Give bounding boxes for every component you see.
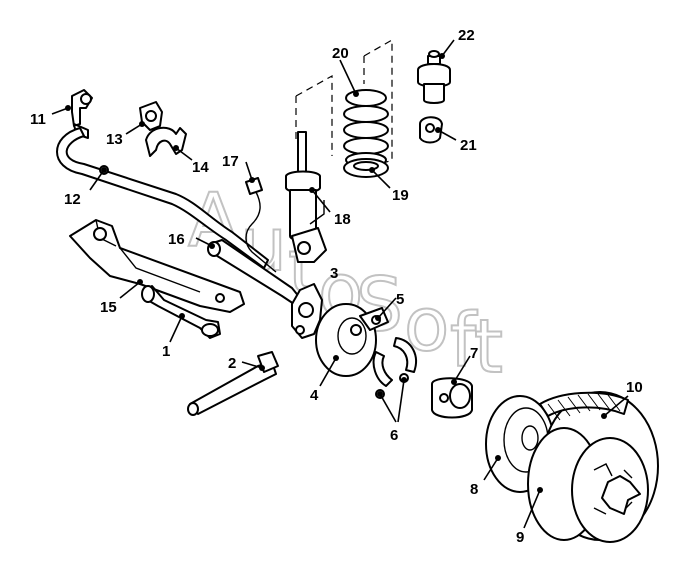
leader-lines xyxy=(51,39,629,529)
wheel-rim xyxy=(527,427,649,543)
callout-16: 16 xyxy=(168,231,185,248)
callout-2: 2 xyxy=(228,355,236,372)
callout-4: 4 xyxy=(310,387,319,404)
watermark-letter: f xyxy=(450,298,478,384)
callout-5: 5 xyxy=(396,291,404,308)
bush xyxy=(139,101,163,131)
callout-14: 14 xyxy=(192,159,209,176)
callout-12: 12 xyxy=(64,191,81,208)
callout-8: 8 xyxy=(470,481,478,498)
guide-lines xyxy=(295,38,393,171)
leader-dots xyxy=(65,53,607,493)
callout-11: 11 xyxy=(30,111,46,128)
backing-plate xyxy=(315,303,377,377)
spring-seat xyxy=(343,158,389,178)
callout-7: 7 xyxy=(470,345,478,362)
strut-mount xyxy=(417,50,451,104)
callout-22: 22 xyxy=(458,27,475,44)
wheel-hub xyxy=(431,377,473,419)
coil-spring xyxy=(343,89,389,168)
callout-17: 17 xyxy=(222,153,239,170)
callout-21: 21 xyxy=(460,137,477,154)
callout-1: 1 xyxy=(162,343,170,360)
callout-18: 18 xyxy=(334,211,351,228)
crossmember xyxy=(69,219,245,313)
steering-knuckle xyxy=(291,283,323,339)
callout-6: 6 xyxy=(390,427,398,444)
callout-15: 15 xyxy=(100,299,117,316)
watermark-letter: t xyxy=(474,304,503,390)
bump-stop xyxy=(419,116,443,144)
callout-20: 20 xyxy=(332,45,349,62)
callout-3: 3 xyxy=(330,265,338,282)
strut-assembly xyxy=(285,131,327,263)
callout-13: 13 xyxy=(106,131,123,148)
callouts: 11 12 13 14 17 16 15 1 2 18 20 19 22 21 … xyxy=(30,27,643,546)
lower-control-arm xyxy=(141,285,221,339)
callout-9: 9 xyxy=(516,529,524,546)
callout-19: 19 xyxy=(392,187,409,204)
callout-10: 10 xyxy=(626,379,643,396)
